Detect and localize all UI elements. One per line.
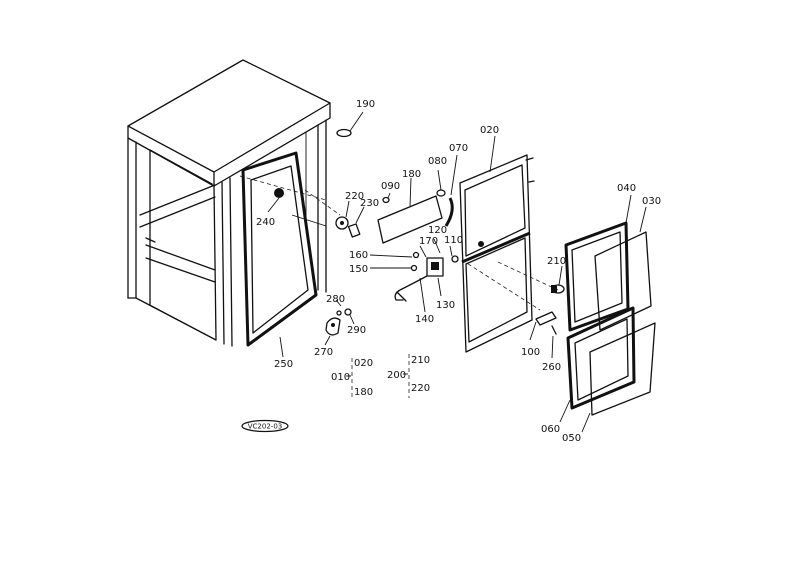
callout-140: 140 xyxy=(415,314,434,325)
fastener-210 xyxy=(551,265,565,294)
callout-280: 280 xyxy=(326,294,345,305)
callout-020: 020 xyxy=(480,125,499,136)
callout-040: 040 xyxy=(617,183,636,194)
group-200-label: 200 xyxy=(387,370,406,381)
door-020 xyxy=(459,135,559,353)
callout-060: 060 xyxy=(541,424,560,435)
hinge-070-080 xyxy=(436,154,458,227)
group-010-label: 010 xyxy=(331,372,350,383)
callout-150: 150 xyxy=(349,264,368,275)
callout-210: 210 xyxy=(547,256,566,267)
figure-code-text: VC202-03 xyxy=(248,423,282,431)
callout-120: 120 xyxy=(428,225,447,236)
bolt-190 xyxy=(336,111,364,138)
cab-body xyxy=(127,59,341,347)
callout-290: 290 xyxy=(347,325,366,336)
callout-050: 050 xyxy=(562,433,581,444)
group-200-item-210: 210 xyxy=(411,355,430,366)
glass-frame-250 xyxy=(241,151,318,347)
parts-270-280-290 xyxy=(324,299,355,346)
callout-100: 100 xyxy=(521,347,540,358)
callout-080: 080 xyxy=(428,156,447,167)
callout-260: 260 xyxy=(542,362,561,373)
group-010-item-020: 020 xyxy=(354,358,373,369)
latch-assembly xyxy=(369,238,459,313)
group-010-item-180: 180 xyxy=(354,387,373,398)
callout-160: 160 xyxy=(349,250,368,261)
knob-220-230 xyxy=(335,200,365,238)
upper-glass-030-040 xyxy=(564,194,652,332)
hinge-100-260 xyxy=(529,311,557,359)
callout-030: 030 xyxy=(642,196,661,207)
callout-090: 090 xyxy=(381,181,400,192)
callout-250: 250 xyxy=(274,359,293,370)
group-bracket-200 xyxy=(403,354,410,398)
callout-170: 170 xyxy=(419,236,438,247)
group-bracket-010 xyxy=(346,358,353,400)
cover-plate-180 xyxy=(377,177,443,244)
callout-240: 240 xyxy=(256,217,275,228)
callout-220: 220 xyxy=(345,191,364,202)
callout-labels: 190 020 080 070 180 090 220 230 240 040 … xyxy=(256,99,661,444)
callout-130: 130 xyxy=(436,300,455,311)
callout-180: 180 xyxy=(402,169,421,180)
callout-270: 270 xyxy=(314,347,333,358)
group-200-item-220: 220 xyxy=(411,383,430,394)
callout-110: 110 xyxy=(444,235,463,246)
callout-070: 070 xyxy=(449,143,468,154)
lower-glass-050-060 xyxy=(559,306,656,433)
callout-190: 190 xyxy=(356,99,375,110)
callout-230: 230 xyxy=(360,198,379,209)
figure-code-badge: VC202-03 xyxy=(241,419,289,433)
